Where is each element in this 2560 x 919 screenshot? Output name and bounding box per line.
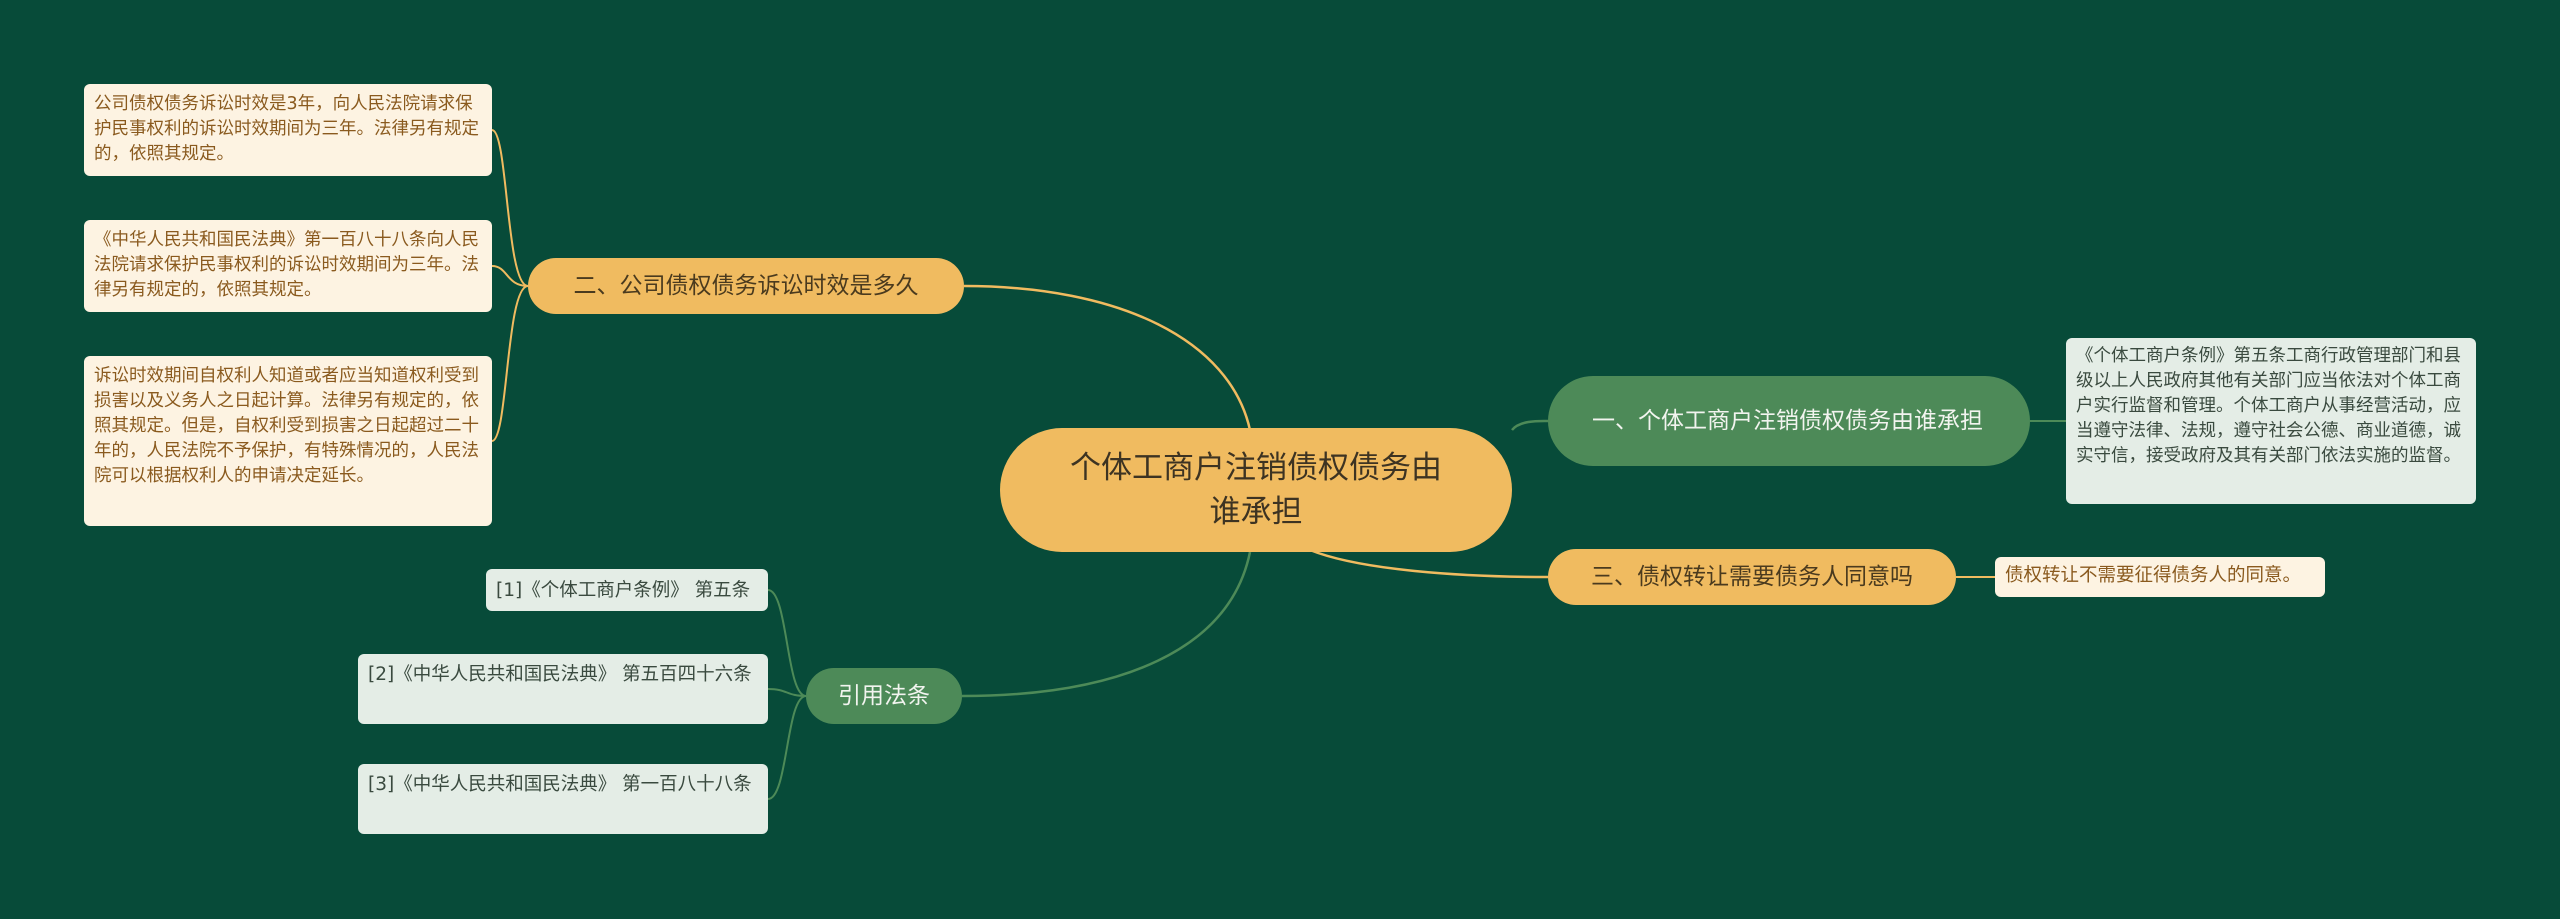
link-b2-l3 <box>491 285 529 442</box>
leaf-text: 公司债权债务诉讼时效是3年，向人民法院请求保护民事权利的诉讼时效期间为三年。法律… <box>94 94 479 164</box>
leaf-node-citation[interactable]: [2]《中华人民共和国民法典》 第五百四十六条 <box>358 654 768 724</box>
leaf-text: [1]《个体工商户条例》 第五条 <box>496 579 751 601</box>
link-b2-l1 <box>491 129 529 287</box>
branch-node-cited-laws[interactable]: 引用法条 <box>806 668 962 724</box>
root-title: 个体工商户注销债权债务由谁承担 <box>1070 450 1442 530</box>
link-refs-c3 <box>767 695 807 800</box>
link-root-b3 <box>1309 548 1549 579</box>
leaf-node[interactable]: 诉讼时效期间自权利人知道或者应当知道权利受到损害以及义务人之日起计算。法律另有规… <box>84 356 492 526</box>
leaf-node[interactable]: 《个体工商户条例》第五条工商行政管理部门和县级以上人民政府其他有关部门应当依法对… <box>2066 338 2476 504</box>
leaf-text: 《中华人民共和国民法典》第一百八十八条向人民法院请求保护民事权利的诉讼时效期间为… <box>94 230 479 300</box>
leaf-node-citation[interactable]: [3]《中华人民共和国民法典》 第一百八十八条 <box>358 764 768 834</box>
leaf-text: [3]《中华人民共和国民法典》 第一百八十八条 <box>368 774 752 795</box>
leaf-text: 《个体工商户条例》第五条工商行政管理部门和县级以上人民政府其他有关部门应当依法对… <box>2076 346 2461 466</box>
link-root-b2 <box>963 284 1252 431</box>
branch-node-who-bears-debts[interactable]: 一、个体工商户注销债权债务由谁承担 <box>1548 376 2030 466</box>
branch-node-statute-of-limitations[interactable]: 二、公司债权债务诉讼时效是多久 <box>528 258 964 314</box>
link-b2-l2 <box>491 265 529 287</box>
leaf-node-citation[interactable]: [1]《个体工商户条例》 第五条 <box>486 569 768 611</box>
root-node[interactable]: 个体工商户注销债权债务由谁承担 <box>1000 428 1512 552</box>
link-root-b1 <box>1511 419 1549 431</box>
leaf-text: 债权转让不需要征得债务人的同意。 <box>2005 565 2302 586</box>
branch-node-debt-transfer-consent[interactable]: 三、债权转让需要债务人同意吗 <box>1548 549 1956 605</box>
leaf-node[interactable]: 债权转让不需要征得债务人的同意。 <box>1995 557 2325 597</box>
leaf-node[interactable]: 公司债权债务诉讼时效是3年，向人民法院请求保护民事权利的诉讼时效期间为三年。法律… <box>84 84 492 176</box>
leaf-text: 诉讼时效期间自权利人知道或者应当知道权利受到损害以及义务人之日起计算。法律另有规… <box>94 366 479 486</box>
branch-label: 二、公司债权债务诉讼时效是多久 <box>573 273 919 299</box>
leaf-node[interactable]: 《中华人民共和国民法典》第一百八十八条向人民法院请求保护民事权利的诉讼时效期间为… <box>84 220 492 312</box>
link-refs-c1 <box>767 589 807 697</box>
link-refs-c2 <box>767 688 807 697</box>
link-root-refs <box>961 551 1252 698</box>
branch-label: 一、个体工商户注销债权债务由谁承担 <box>1592 408 1983 434</box>
leaf-text: [2]《中华人民共和国民法典》 第五百四十六条 <box>368 664 752 685</box>
branch-label: 三、债权转让需要债务人同意吗 <box>1591 564 1913 590</box>
branch-label: 引用法条 <box>838 683 930 709</box>
